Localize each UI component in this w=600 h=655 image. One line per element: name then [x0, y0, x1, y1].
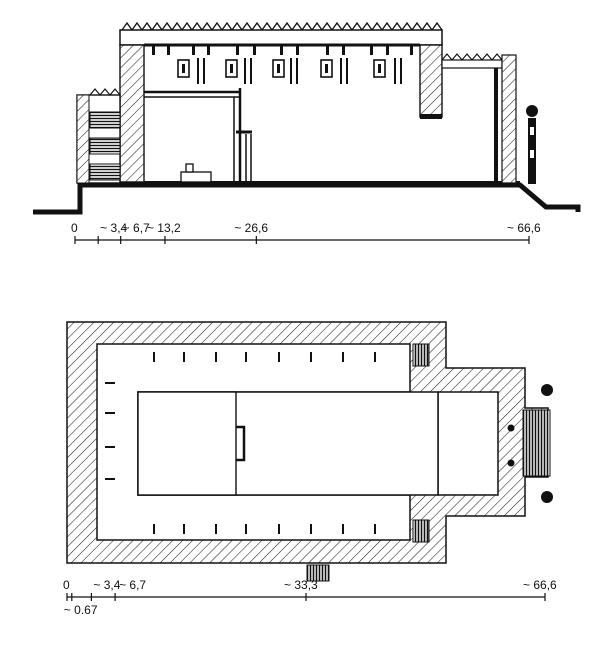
south-staircase — [412, 519, 430, 543]
section-scale-bar: 0 ~ 3,4~ 6,7~ 13,2 ~ 26,6 ~ 66,6 — [71, 221, 541, 244]
roof-slab — [119, 29, 443, 46]
scale-tick-label: ~ 6,7 — [123, 221, 150, 235]
ceiling-brackets — [152, 45, 413, 55]
north-wall-niches — [153, 352, 376, 362]
temple-floor-plan — [66, 321, 553, 582]
scale-tick-label: ~ 33,3 — [284, 578, 318, 592]
left-wall — [119, 44, 145, 183]
scale-tick-label: 0 — [71, 221, 78, 235]
left-annex — [76, 88, 121, 184]
north-staircase — [412, 343, 430, 367]
right-wall-lintel — [420, 114, 442, 119]
right-wall — [419, 44, 443, 118]
side-stair-entrance — [306, 564, 330, 582]
altar-block — [180, 171, 212, 183]
plan-scale-bar: 0 ~ 0.67 ~ 3,4~ 6,7 ~ 33,3 ~ 66,6 — [63, 578, 557, 617]
scale-tick-label: ~ 26,6 — [234, 221, 268, 235]
temple-section-elevation — [33, 21, 581, 215]
scale-tick-label: ~ 3,4 — [93, 578, 120, 592]
front-stairs — [522, 409, 551, 477]
ground-line — [33, 182, 581, 215]
south-wall-niches — [153, 524, 376, 534]
scale-tick-label: ~ 66,6 — [507, 221, 541, 235]
portico-columns — [507, 384, 553, 503]
scale-tick-label: ~ 0.67 — [64, 603, 98, 617]
west-wall-niches — [105, 382, 115, 480]
pilaster-strips — [197, 58, 402, 84]
window-mullions — [182, 64, 381, 73]
scale-tick-label: ~ 6,7 — [119, 578, 146, 592]
scale-tick-label: ~ 66,6 — [523, 578, 557, 592]
main-floor — [80, 181, 520, 187]
clerestory-windows — [177, 59, 386, 78]
right-portico — [441, 53, 538, 184]
scale-tick-label: ~ 3,4 — [100, 221, 127, 235]
roof-crenellation — [121, 21, 443, 32]
inner-shrine-door — [236, 425, 246, 462]
inner-chamber — [144, 88, 252, 182]
scale-tick-label: 0 — [63, 578, 70, 592]
altar-top — [185, 163, 194, 173]
inner-shrine-room — [137, 391, 237, 496]
scale-tick-label: ~ 13,2 — [147, 221, 181, 235]
